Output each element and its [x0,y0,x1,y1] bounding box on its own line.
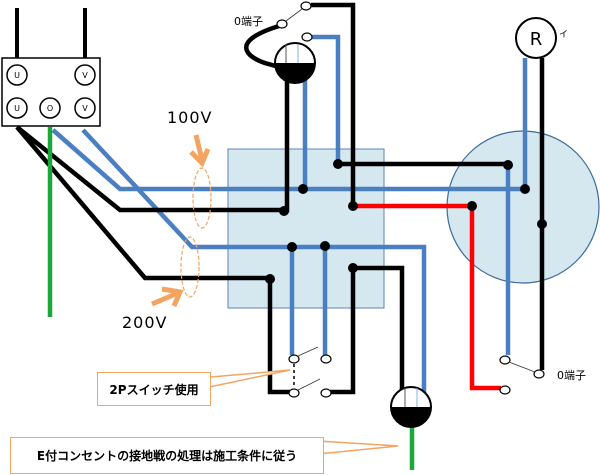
wire-black-100v [15,80,290,213]
terminal-u1: U [14,71,20,80]
wire-blue-100v [51,128,525,192]
voltage-200-label: 200V [122,313,168,332]
svg-text:R: R [530,29,543,50]
arrow-200v-icon [151,286,184,307]
wire-blue-lamp-switch [312,34,341,164]
callout-switch-pointer [199,369,291,390]
wire-red [353,203,501,391]
group-100v [192,167,212,229]
wire-black-outlet [353,265,405,400]
terminal-block: U V U O V [1,8,101,127]
junction-dots [265,159,547,284]
lamp-top-icon [274,42,316,84]
switch-terminals [276,1,545,398]
wire-blue-200v [81,128,427,405]
o-terminal-label-top: 0端子 [234,15,263,28]
callout-outlet-pointer [317,440,399,455]
terminal-v2: V [82,104,88,113]
callout-outlet: E付コンセントの接地戦の処理は施工条件に従う [10,437,324,474]
arrow-100v-icon [189,134,211,168]
o-terminal-label-right: 0端子 [557,369,586,382]
wire-black-top [311,2,356,206]
wire-black-o-terminal [244,23,280,69]
terminal-u2: U [14,104,20,113]
wire-black-sw [330,268,356,395]
pilot-mark-label: イ [559,30,569,40]
voltage-100-label: 100V [167,108,213,127]
outlet-icon [390,386,432,428]
pilot-lamp-icon: R [515,17,557,59]
terminal-v1: V [82,71,88,80]
group-200v [180,236,200,298]
terminal-o: O [47,104,53,113]
callout-switch: 2Pスイッチ使用 [97,372,211,406]
